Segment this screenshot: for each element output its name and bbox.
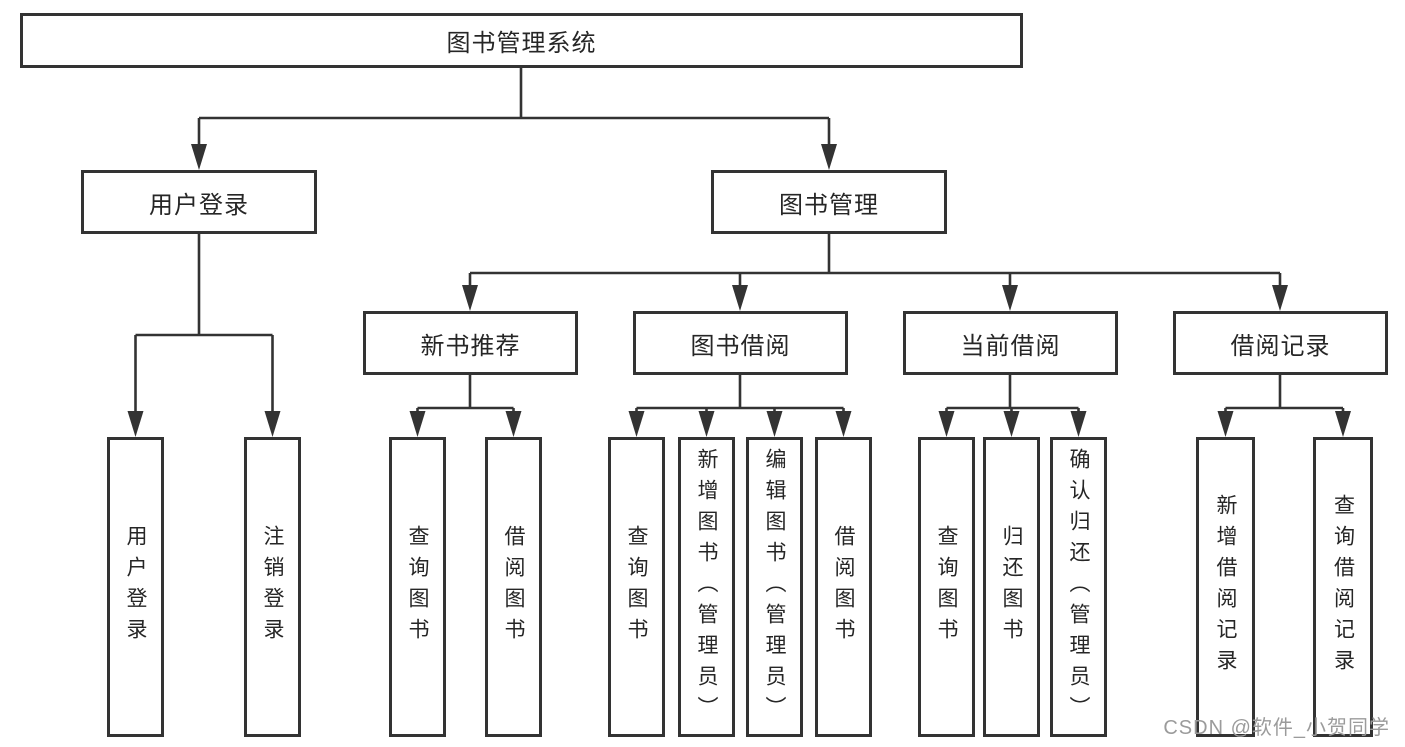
node-label: 查询图书 — [935, 525, 958, 649]
node-label: 借阅记录 — [1230, 332, 1331, 360]
node-label: 图书借阅 — [690, 332, 791, 360]
node-label: 编辑图书（管理员） — [763, 447, 786, 727]
node-label: 新增借阅记录 — [1214, 494, 1237, 680]
leaf-cb-query-books: 查询图书 — [918, 437, 975, 737]
leaf-br-query-record: 查询借阅记录 — [1313, 437, 1373, 737]
node-label: 查询图书 — [406, 525, 429, 649]
leaf-rec-query-books: 查询图书 — [389, 437, 446, 737]
node-user-login: 用户登录 — [81, 170, 317, 234]
leaf-user-login: 用户登录 — [107, 437, 164, 737]
node-book-borrowing: 图书借阅 — [633, 311, 848, 375]
node-label: 查询图书 — [625, 525, 648, 649]
leaf-rec-borrow-books: 借阅图书 — [485, 437, 542, 737]
node-label: 借阅图书 — [502, 525, 525, 649]
node-borrowing-records: 借阅记录 — [1173, 311, 1388, 375]
leaf-bb-edit-books-admin: 编辑图书（管理员） — [746, 437, 803, 737]
node-new-book-recommendation: 新书推荐 — [363, 311, 578, 375]
node-library-management-system: 图书管理系统 — [20, 13, 1023, 68]
node-label: 用户登录 — [124, 525, 147, 649]
node-label: 确认归还（管理员） — [1067, 447, 1090, 727]
node-label: 归还图书 — [1000, 525, 1023, 649]
node-label: 注销登录 — [261, 525, 284, 649]
node-label: 新增图书（管理员） — [695, 447, 718, 727]
node-label: 借阅图书 — [832, 525, 855, 649]
leaf-cb-return-books: 归还图书 — [983, 437, 1040, 737]
node-label: 查询借阅记录 — [1331, 494, 1355, 680]
leaf-cb-confirm-return-admin: 确认归还（管理员） — [1050, 437, 1107, 737]
node-label: 图书管理系统 — [446, 30, 597, 57]
leaf-bb-add-books-admin: 新增图书（管理员） — [678, 437, 735, 737]
node-label: 当前借阅 — [960, 332, 1061, 360]
node-current-borrowing: 当前借阅 — [903, 311, 1118, 375]
node-label: 用户登录 — [149, 191, 249, 219]
leaf-bb-borrow-books: 借阅图书 — [815, 437, 872, 737]
leaf-bb-query-books: 查询图书 — [608, 437, 665, 737]
leaf-logout: 注销登录 — [244, 437, 301, 737]
leaf-br-add-record: 新增借阅记录 — [1196, 437, 1255, 737]
node-label: 图书管理 — [779, 191, 879, 219]
csdn-watermark: CSDN @软件_小贺同学 — [1163, 717, 1390, 739]
node-book-management: 图书管理 — [711, 170, 947, 234]
node-label: 新书推荐 — [420, 332, 521, 360]
